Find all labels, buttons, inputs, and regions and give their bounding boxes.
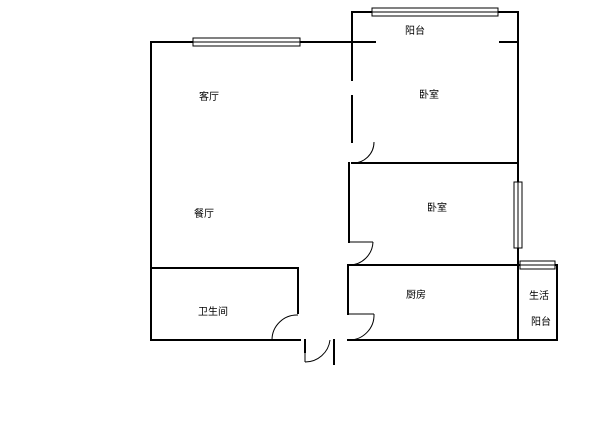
label-utility-balcony-1: 生活 — [529, 289, 549, 302]
label-kitchen: 厨房 — [406, 288, 426, 301]
label-bathroom: 卫生间 — [198, 305, 228, 318]
window-utility-balcony — [519, 260, 556, 270]
label-balcony-top: 阳台 — [405, 24, 425, 37]
door-entrance — [304, 339, 331, 363]
interior-walls — [150, 95, 519, 341]
label-dining-room: 餐厅 — [194, 207, 214, 220]
label-bedroom-middle: 卧室 — [427, 201, 447, 214]
wall-top-bedroom — [351, 11, 519, 81]
door-kitchen — [347, 313, 375, 341]
doors — [271, 141, 375, 363]
door-bedroom-top — [351, 141, 375, 164]
window-balcony-top — [371, 7, 499, 17]
windows — [192, 7, 556, 270]
label-bedroom-top: 卧室 — [419, 88, 439, 101]
window-bedroom-middle — [513, 181, 523, 249]
wall-utility — [517, 264, 558, 341]
room-labels: 客厅 餐厅 卫生间 卧室 卧室 厨房 阳台 生活 阳台 — [194, 24, 551, 328]
window-living-room — [192, 37, 301, 47]
label-utility-balcony-2: 阳台 — [531, 315, 551, 328]
door-bedroom-middle — [348, 241, 374, 266]
wall-left-top — [150, 41, 301, 341]
door-bathroom — [271, 314, 299, 341]
wall-bathroom — [150, 267, 299, 314]
label-living-room: 客厅 — [199, 90, 219, 103]
